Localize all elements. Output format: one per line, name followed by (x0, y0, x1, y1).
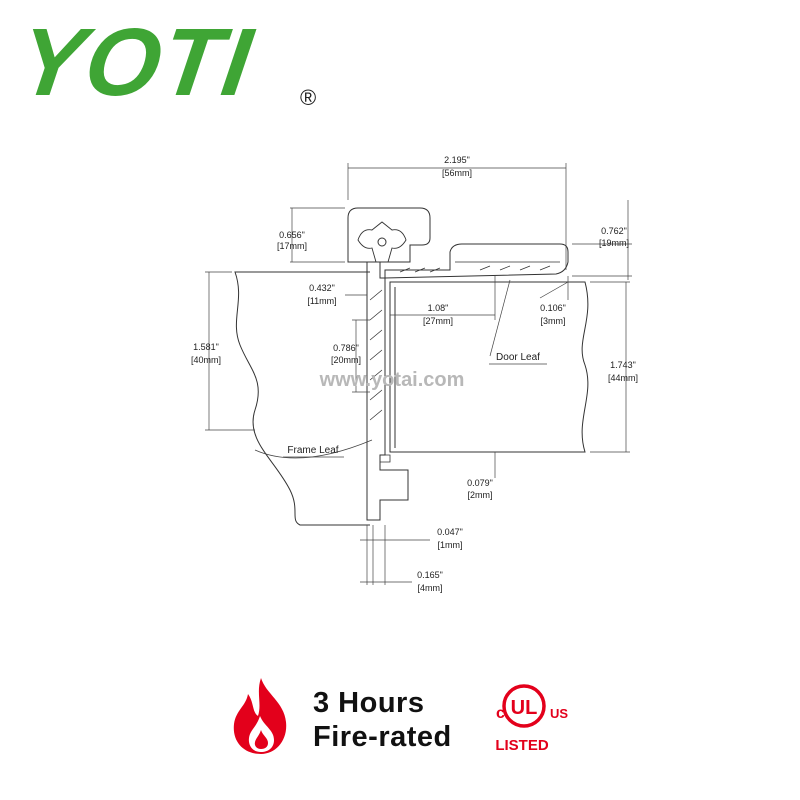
dim-frame-leaf-mm: [17mm] (277, 241, 307, 251)
dim-door-depth-in: 1.743" (610, 360, 636, 370)
ul-c-letter: c (496, 705, 505, 722)
ul-listed-mark: c UL US LISTED (495, 684, 568, 754)
dim-gap-total-mm: [4mm] (417, 583, 442, 593)
dim-frame-leaf-in: 0.656" (279, 230, 305, 240)
dim-leaf-span-in: 1.08" (428, 303, 449, 313)
dim-leaf-span-mm: [27mm] (423, 316, 453, 326)
ul-us-letters: US (550, 706, 568, 721)
dim-gap-total-in: 0.165" (417, 570, 443, 580)
dim-hinge-section-in: 0.786" (333, 343, 359, 353)
dim-door-gap-bottom-in: 0.079" (467, 478, 493, 488)
dim-frame-offset-in: 0.432" (309, 283, 335, 293)
door-leaf-profile (384, 243, 569, 279)
dim-frame-offset-mm: [11mm] (307, 296, 336, 306)
fire-rating-text: 3 Hours Fire-rated (313, 686, 493, 754)
dim-door-depth-mm: [44mm] (608, 373, 638, 383)
dim-gap-small-in: 0.047" (437, 527, 463, 537)
hinge-knuckle (347, 207, 431, 263)
door-body-outline (389, 281, 589, 453)
dim-door-gap-top-in: 0.106" (540, 303, 566, 313)
dim-door-gap-top-mm: [3mm] (540, 316, 565, 326)
rating-fire-rated: Fire-rated (313, 721, 452, 753)
dim-hinge-section-mm: [20mm] (331, 355, 361, 365)
ul-letters: UL (511, 697, 538, 719)
frame-wall-outline (234, 271, 370, 526)
dim-frame-depth-mm: [40mm] (191, 355, 221, 365)
dim-overall-width-in: 2.195" (444, 155, 470, 165)
dim-door-leaf-mm: [19mm] (599, 238, 629, 248)
flame-icon (233, 678, 287, 754)
dim-overall-width-mm: [56mm] (442, 168, 472, 178)
brand-logo: YOTI ® (13, 9, 320, 125)
dimension-labels: 2.195" [56mm] 0.656" [17mm] 0.762" [19mm… (191, 155, 638, 593)
rating-hours: 3 Hours (313, 687, 425, 719)
dim-frame-depth-in: 1.581" (193, 342, 219, 352)
dim-door-gap-bottom-mm: [2mm] (467, 490, 492, 500)
dim-gap-small-mm: [1mm] (437, 540, 462, 550)
ul-listed-text: LISTED (495, 737, 549, 754)
frame-leaf-profile (366, 261, 409, 521)
label-frame-leaf: Frame Leaf (287, 445, 338, 456)
watermark: www.yotai.com (319, 369, 465, 391)
label-door-leaf: Door Leaf (496, 352, 540, 363)
registered-mark: ® (300, 85, 317, 110)
dim-door-leaf-in: 0.762" (601, 226, 627, 236)
